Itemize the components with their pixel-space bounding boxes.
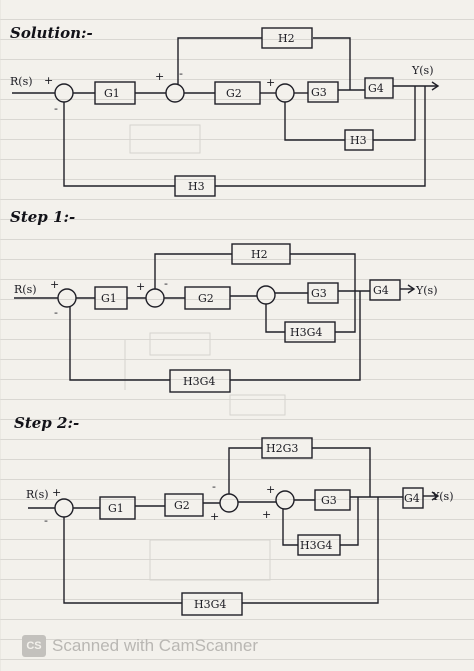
wire	[63, 517, 182, 604]
sign-plus: +	[155, 70, 164, 83]
block-h3g4-outer-label: H3G4	[183, 375, 215, 388]
summing-junction-2	[219, 493, 239, 513]
output-label: Y(s)	[415, 284, 438, 297]
camscanner-watermark: CS Scanned with CamScanner	[22, 634, 258, 658]
sign-minus: -	[179, 67, 183, 80]
block-g2	[184, 286, 231, 310]
sign-minus: -	[44, 514, 48, 527]
sign-plus: +	[262, 508, 271, 521]
block-h3g4-outer	[169, 369, 231, 393]
sign-plus: +	[50, 278, 59, 291]
sign-minus: -	[54, 306, 58, 319]
block-g3-label: G3	[321, 494, 337, 507]
step2-heading: Step 2:-	[14, 414, 79, 432]
block-h3g4-inner-label: H3G4	[290, 326, 322, 339]
block-h2g3-label: H2G3	[266, 442, 298, 455]
wire	[282, 509, 298, 546]
wire	[431, 491, 440, 501]
wire	[335, 291, 356, 333]
step1-heading: Step 1:-	[10, 208, 75, 226]
summing-junction-3	[275, 83, 295, 103]
wire	[312, 447, 371, 497]
summing-junction-2	[145, 288, 165, 308]
block-g1-label: G1	[104, 87, 120, 100]
input-label: R(s)	[26, 488, 49, 501]
wire	[407, 284, 416, 294]
sign-plus: +	[52, 486, 61, 499]
block-g4-label: G4	[373, 284, 389, 297]
wire	[69, 307, 170, 381]
block-g1-label: G1	[101, 292, 117, 305]
input-label: R(s)	[14, 283, 37, 296]
wire	[313, 37, 351, 90]
block-g3-label: G3	[311, 86, 327, 99]
block-g3	[314, 489, 351, 511]
wire	[265, 304, 285, 333]
wire	[230, 291, 361, 381]
block-h3g4-outer	[181, 592, 243, 616]
block-g4-label: G4	[368, 82, 384, 95]
summing-junction-2	[165, 83, 185, 103]
block-g3	[307, 282, 339, 304]
wire	[290, 253, 356, 291]
sign-minus: -	[212, 480, 216, 493]
sign-plus: +	[210, 510, 219, 523]
wire	[228, 447, 262, 494]
block-h3-outer-label: H3	[188, 180, 205, 193]
block-g1	[99, 496, 136, 520]
solution-section: Solution:- R(s) Y(s) + - G1 + - G2 + G3	[10, 24, 440, 197]
wire	[431, 81, 440, 91]
block-g2	[164, 493, 204, 517]
step2-section: Step 2:- R(s) Y(s) + - G1 G2 - + + + G3	[14, 414, 454, 616]
wire	[242, 497, 379, 604]
block-g1-label: G1	[108, 502, 124, 515]
block-g3	[307, 81, 339, 103]
wire	[177, 37, 262, 84]
block-h2-label: H2	[278, 32, 295, 45]
block-g4	[369, 279, 401, 301]
wire	[284, 102, 345, 141]
input-label: R(s)	[10, 75, 33, 88]
block-g3-label: G3	[311, 287, 327, 300]
block-h3-inner-label: H3	[350, 134, 367, 147]
sign-plus: +	[266, 76, 275, 89]
summing-junction-1	[54, 498, 74, 518]
block-h2-label: H2	[251, 248, 268, 261]
watermark-text: Scanned with CamScanner	[52, 636, 259, 655]
block-h3g4-inner-label: H3G4	[300, 539, 332, 552]
wire	[215, 86, 426, 187]
block-g2-label: G2	[198, 292, 214, 305]
output-label: Y(s)	[411, 64, 434, 77]
step1-section: Step 1:- R(s) Y(s) + - G1 + - G2 G3 G4	[10, 208, 438, 393]
summing-junction-1	[57, 288, 77, 308]
block-g4	[402, 487, 424, 509]
summing-junction-3	[256, 285, 276, 305]
wire	[63, 102, 175, 187]
block-g2-label: G2	[174, 499, 190, 512]
summing-junction-1	[54, 83, 74, 103]
camscanner-logo-icon: CS	[22, 635, 46, 657]
wire	[373, 86, 416, 141]
block-g4	[364, 77, 394, 99]
sign-plus: +	[136, 280, 145, 293]
wire	[340, 497, 359, 546]
block-h3g4-outer-label: H3G4	[194, 598, 226, 611]
sign-minus: -	[164, 277, 168, 290]
solution-heading: Solution:-	[10, 24, 93, 42]
output-label: Y(s)	[431, 490, 454, 503]
block-g4-label: G4	[404, 492, 420, 505]
bleed-through-marks	[124, 124, 286, 581]
wire	[154, 253, 232, 289]
sign-minus: -	[54, 102, 58, 115]
sign-plus: +	[266, 483, 275, 496]
summing-junction-3	[275, 490, 295, 510]
block-g2-label: G2	[226, 87, 242, 100]
sign-plus: +	[44, 74, 53, 87]
